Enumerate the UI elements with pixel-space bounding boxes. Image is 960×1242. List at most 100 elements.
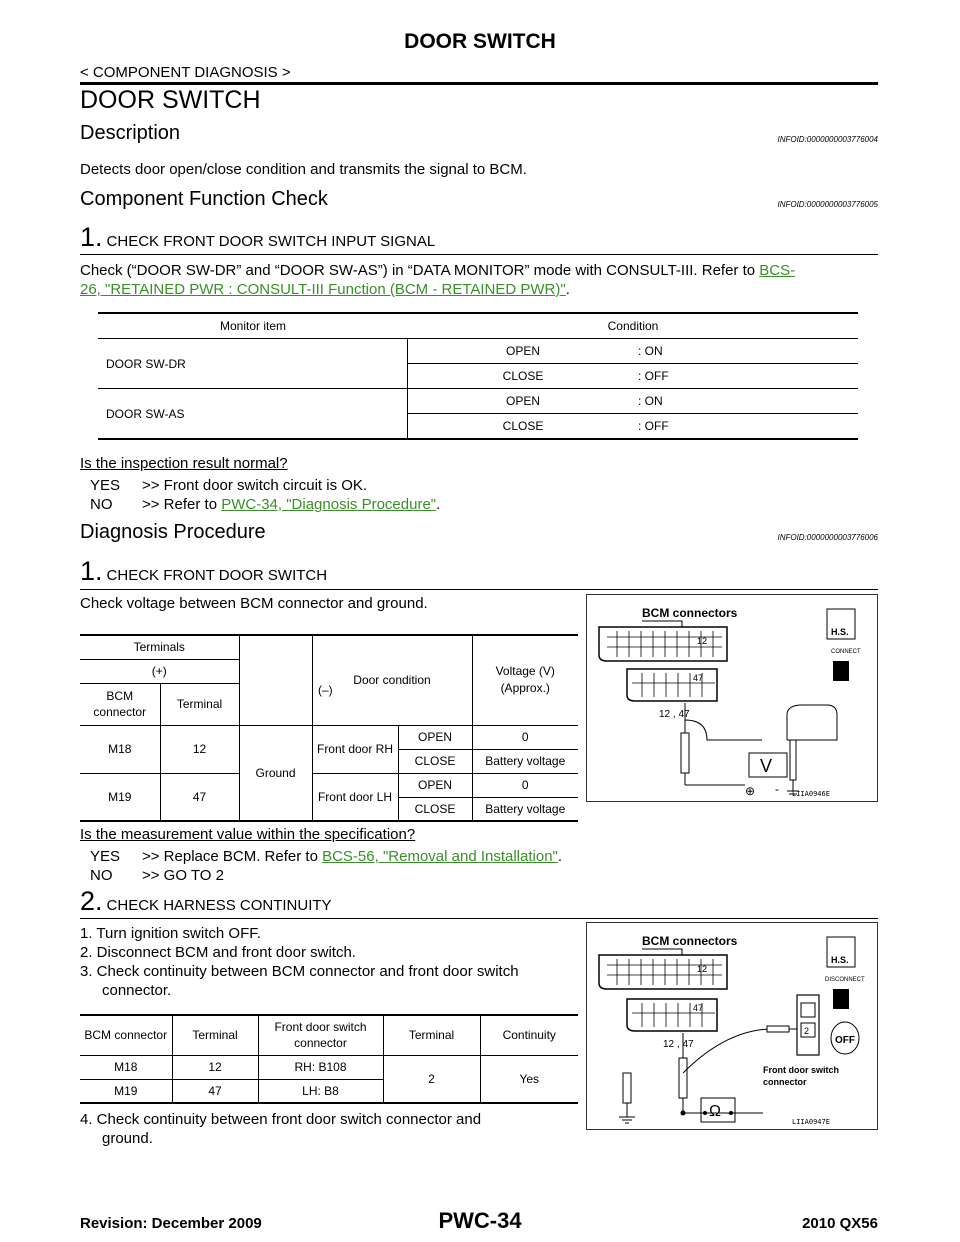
condition-value: : ON	[638, 344, 663, 358]
condition-line: CLOSE : OFF	[408, 414, 858, 438]
off-key-label: OFF	[835, 1035, 855, 1046]
monitor-row: DOOR SW-AS OPEN : ON CLOSE : OFF	[98, 389, 858, 438]
cell-47: 47	[171, 1079, 258, 1103]
h-bcm-connector: BCM connector	[80, 1015, 172, 1056]
no1-label: NO	[90, 867, 113, 884]
cell-battery: Battery voltage	[471, 749, 578, 774]
header-rule	[80, 82, 878, 85]
h-plus: (+)	[80, 659, 239, 684]
monitor-item: DOOR SW-AS	[98, 389, 408, 438]
diagnosis-heading: Diagnosis Procedure	[80, 521, 266, 543]
cell-close: CLOSE	[397, 797, 472, 821]
pin-47: 47	[693, 673, 703, 683]
cell-12: 12	[159, 725, 239, 774]
bcm-continuity-illustration: BCM connectors 12 47 12 , 47 Ω	[598, 934, 865, 1126]
function-step-1: 1. CHECK FRONT DOOR SWITCH INPUT SIGNAL	[80, 222, 435, 253]
function-check-infoid: INFOID:0000000003776005	[777, 200, 878, 209]
no-label: NO	[90, 496, 113, 513]
bcs-56-link[interactable]: BCS-56, "Removal and Installation"	[322, 848, 558, 865]
voltage-table: Terminals Door condition Voltage (V)(App…	[80, 634, 578, 822]
yes-answer: YES >> Front door switch circuit is OK.	[90, 477, 367, 494]
yes-text: >> Front door switch circuit is OK.	[142, 477, 368, 494]
cell-lh-b8: LH: B8	[257, 1079, 383, 1103]
step-rule	[80, 589, 878, 590]
disconnect-label: DISCONNECT	[825, 977, 865, 983]
footer-model: 2010 QX56	[802, 1215, 878, 1232]
condition-value: : ON	[638, 394, 663, 408]
step-title: CHECK HARNESS CONTINUITY	[106, 897, 332, 914]
pins-label: 12 , 47	[659, 709, 690, 720]
step-title: CHECK FRONT DOOR SWITCH	[106, 567, 328, 584]
bcm-continuity-diagram: BCM connectors 12 47 12 , 47 Ω	[586, 922, 878, 1130]
step1-text: Check voltage between BCM connector and …	[80, 595, 428, 612]
h-voltage: Voltage (V) (Approx.)	[471, 635, 578, 726]
pin-12: 12	[697, 964, 707, 974]
h-voltage-text: Voltage (V)	[495, 664, 555, 679]
condition-state: CLOSE	[502, 419, 544, 433]
description-heading: Description	[80, 122, 181, 144]
condition-value: : OFF	[638, 419, 669, 433]
step-number: 1.	[80, 556, 103, 586]
measurement-question: Is the measurement value within the spec…	[80, 826, 416, 843]
page-title: DOOR SWITCH	[404, 30, 556, 53]
step-rule	[80, 254, 878, 255]
h-door-switch-connector: Front door switch connector	[257, 1015, 383, 1056]
diagnosis-step-1: 1. CHECK FRONT DOOR SWITCH	[80, 556, 327, 587]
period: .	[557, 848, 563, 865]
list-item: 3. Check continuity between BCM connecto…	[80, 963, 519, 980]
diagram-code: LIIA0947E	[792, 1118, 830, 1126]
diagram-title: BCM connectors	[642, 934, 738, 948]
condition-state: OPEN	[505, 344, 540, 358]
no1-text: >> GO TO 2	[142, 867, 224, 884]
description-text: Detects door open/close condition and tr…	[80, 161, 527, 178]
ohmmeter-symbol: Ω	[709, 1103, 721, 1120]
h-continuity: Continuity	[479, 1015, 578, 1056]
no-text: >> Refer to	[142, 496, 222, 513]
list-item: 1. Turn ignition switch OFF.	[80, 925, 261, 942]
minus-symbol: -	[775, 782, 779, 796]
diagnosis-step-2: 2. CHECK HARNESS CONTINUITY	[80, 886, 332, 917]
cell-v0: 0	[471, 725, 578, 750]
monitor-item: DOOR SW-DR	[98, 339, 408, 388]
h-approx: (Approx.)	[500, 681, 550, 696]
breadcrumb: < COMPONENT DIAGNOSIS >	[80, 64, 291, 81]
cell-v0: 0	[471, 773, 578, 798]
condition-line: CLOSE : OFF	[408, 364, 858, 388]
step-rule	[80, 918, 878, 919]
footer-revision: Revision: December 2009	[80, 1215, 262, 1232]
condition-value: : OFF	[638, 369, 669, 383]
pins-label: 12 , 47	[663, 1039, 694, 1050]
function-check-instruction: Check (“DOOR SW-DR” and “DOOR SW-AS”) in…	[80, 261, 880, 299]
bcm-voltage-diagram: BCM connectors 12 47 12 , 47 V ⊕ -	[586, 594, 878, 802]
cell-m19: M19	[108, 789, 132, 804]
section-title: DOOR SWITCH	[80, 86, 261, 114]
bcm-voltage-illustration: BCM connectors 12 47 12 , 47 V ⊕ -	[598, 606, 861, 798]
condition-state: OPEN	[505, 394, 540, 408]
list-item: ground.	[102, 1130, 153, 1147]
condition-state: CLOSE	[502, 369, 544, 383]
cell-close: CLOSE	[397, 749, 472, 774]
bcs-26-link[interactable]: BCS-	[759, 262, 796, 279]
h-bcm-connector: BCM connector	[80, 683, 160, 726]
cell-terminal-2: 2	[382, 1055, 480, 1103]
cell-open: OPEN	[397, 773, 472, 798]
cell-front-door-rh: Front door RH	[311, 725, 398, 774]
diagram-code: LIIA0946E	[792, 790, 830, 798]
cell-m18: M18	[80, 1055, 172, 1080]
connect-label: CONNECT	[831, 649, 861, 655]
period: .	[565, 281, 570, 298]
no-answer: NO >> Refer to PWC-34, "Diagnosis Procedu…	[90, 496, 440, 513]
bcs-26-link-cont[interactable]: 26, "RETAINED PWR : CONSULT-III Function…	[80, 281, 566, 298]
h-terminals: Terminals	[80, 635, 239, 660]
cell-ground: Ground	[238, 725, 312, 821]
pwc-34-link[interactable]: PWC-34, "Diagnosis Procedure"	[221, 496, 437, 513]
list-item: 2. Disconnect BCM and front door switch.	[80, 944, 356, 961]
continuity-table: BCM connector Terminal Front door switch…	[80, 1014, 578, 1104]
yes1-answer: YES>> Replace BCM. Refer to BCS-56, "Rem…	[90, 848, 562, 865]
step-4: 4. Check continuity between front door s…	[80, 1110, 481, 1148]
col-monitor-item: Monitor item	[219, 319, 287, 333]
yes-label: YES	[90, 477, 121, 494]
cell-m19: M19	[114, 1083, 138, 1098]
cell-m18: M18	[80, 725, 160, 774]
